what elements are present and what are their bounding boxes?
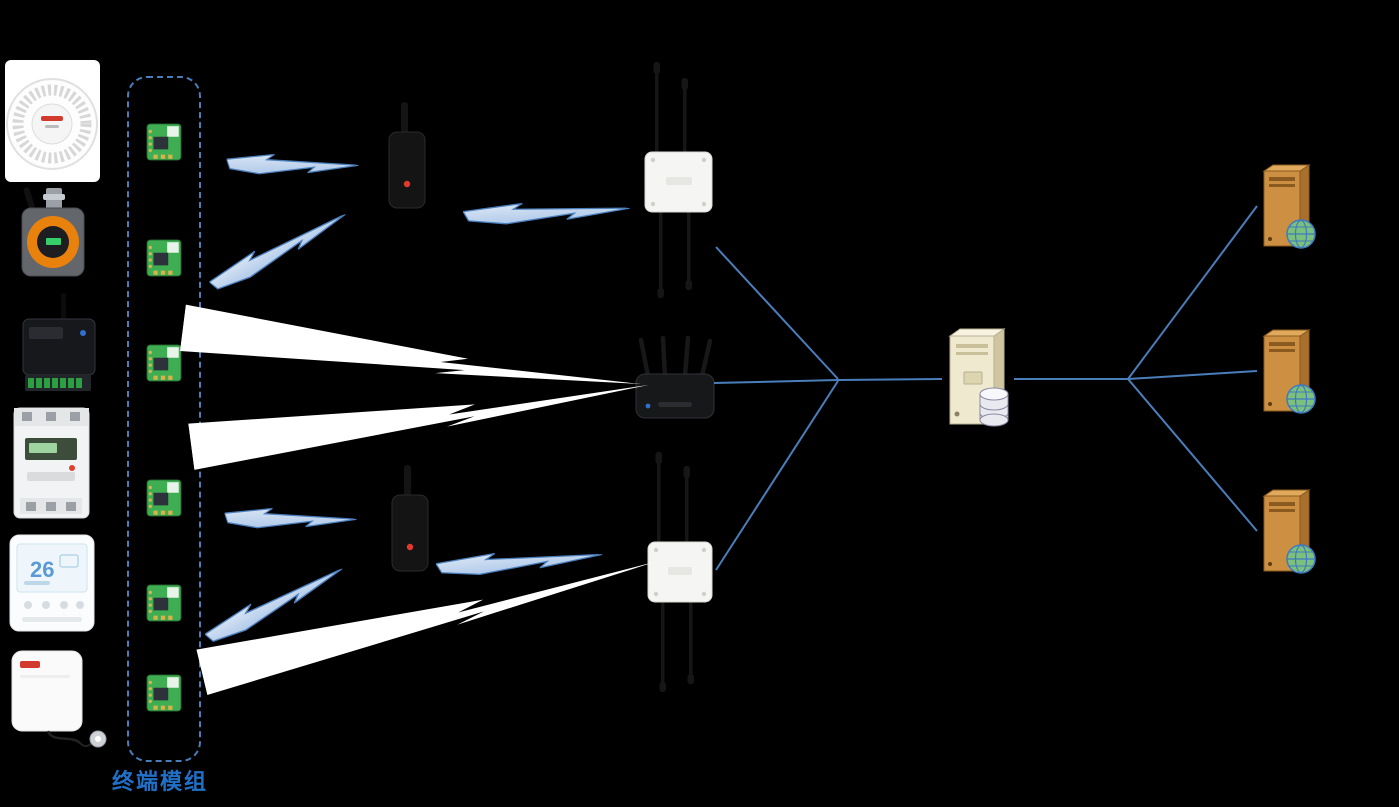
- link-gateway-bottom-to-hub: [715, 380, 839, 571]
- terminal-modules-label: 终端模组: [112, 769, 209, 794]
- cellular-modem-graphic: [22, 293, 96, 391]
- terminal-module-6: [145, 673, 183, 713]
- globe-icon: [1286, 544, 1316, 574]
- thermostat-graphic: 26: [9, 534, 95, 632]
- terminal-module-group-outline: [127, 76, 201, 762]
- database-icon: [979, 387, 1009, 427]
- outdoor-gateway-top: [638, 62, 720, 302]
- wall-controller-icon: [10, 645, 110, 757]
- cellular-modem-icon: [15, 293, 100, 398]
- wireless-router: [628, 336, 722, 426]
- thermostat-temperature: 26: [30, 557, 54, 582]
- cloud-server-3: [1256, 487, 1318, 577]
- globe-icon: [1286, 384, 1316, 414]
- terminal-module-2: [145, 238, 183, 278]
- globe-icon: [1286, 219, 1316, 249]
- wall-controller-graphic: [11, 650, 107, 748]
- outdoor-gateway-bottom: [642, 452, 720, 698]
- gateway-antennas: [653, 62, 692, 298]
- smoke-detector-icon: [5, 60, 100, 182]
- din-rail-meter-graphic: [13, 407, 90, 519]
- terminal-block: [28, 378, 82, 388]
- link-hub2-to-cloud1: [1127, 205, 1258, 380]
- bolt-module1-to-receiver1: [224, 136, 359, 198]
- usb-receiver-1: [385, 100, 429, 212]
- database-server: [940, 326, 1014, 430]
- link-router-to-hub: [713, 379, 839, 384]
- terminal-module-1: [145, 122, 183, 162]
- link-gateway-top-to-hub: [715, 246, 839, 380]
- link-hub-to-server: [837, 378, 943, 381]
- bolt-receiver1-to-gateway-top: [461, 188, 630, 241]
- gas-detector-graphic: [21, 187, 85, 277]
- smoke-detector-graphic: [5, 60, 100, 182]
- terminal-module-3: [145, 343, 183, 383]
- cloud-server-1: [1256, 162, 1318, 252]
- usb-receiver-2: [388, 463, 432, 575]
- link-hub2-to-cloud3: [1127, 378, 1258, 532]
- din-rail-meter-icon: [8, 406, 95, 520]
- router-antennas: [638, 336, 713, 379]
- thermostat-icon: 26: [8, 533, 96, 633]
- beam-modules-to-router-upper: [179, 304, 645, 409]
- beam-modules-to-router-lower: [188, 363, 653, 470]
- link-hub2-to-cloud2: [1127, 370, 1258, 380]
- bolt-receiver2-to-gateway-bottom: [435, 540, 603, 588]
- bolt-module4-to-receiver2: [222, 490, 357, 552]
- gas-detector-icon: [10, 186, 95, 281]
- cloud-server-2: [1256, 327, 1318, 417]
- bolt-module2-to-receiver1: [202, 214, 356, 292]
- terminal-module-5: [145, 583, 183, 623]
- terminal-module-4: [145, 478, 183, 518]
- bolt-module5-to-receiver2: [198, 568, 353, 644]
